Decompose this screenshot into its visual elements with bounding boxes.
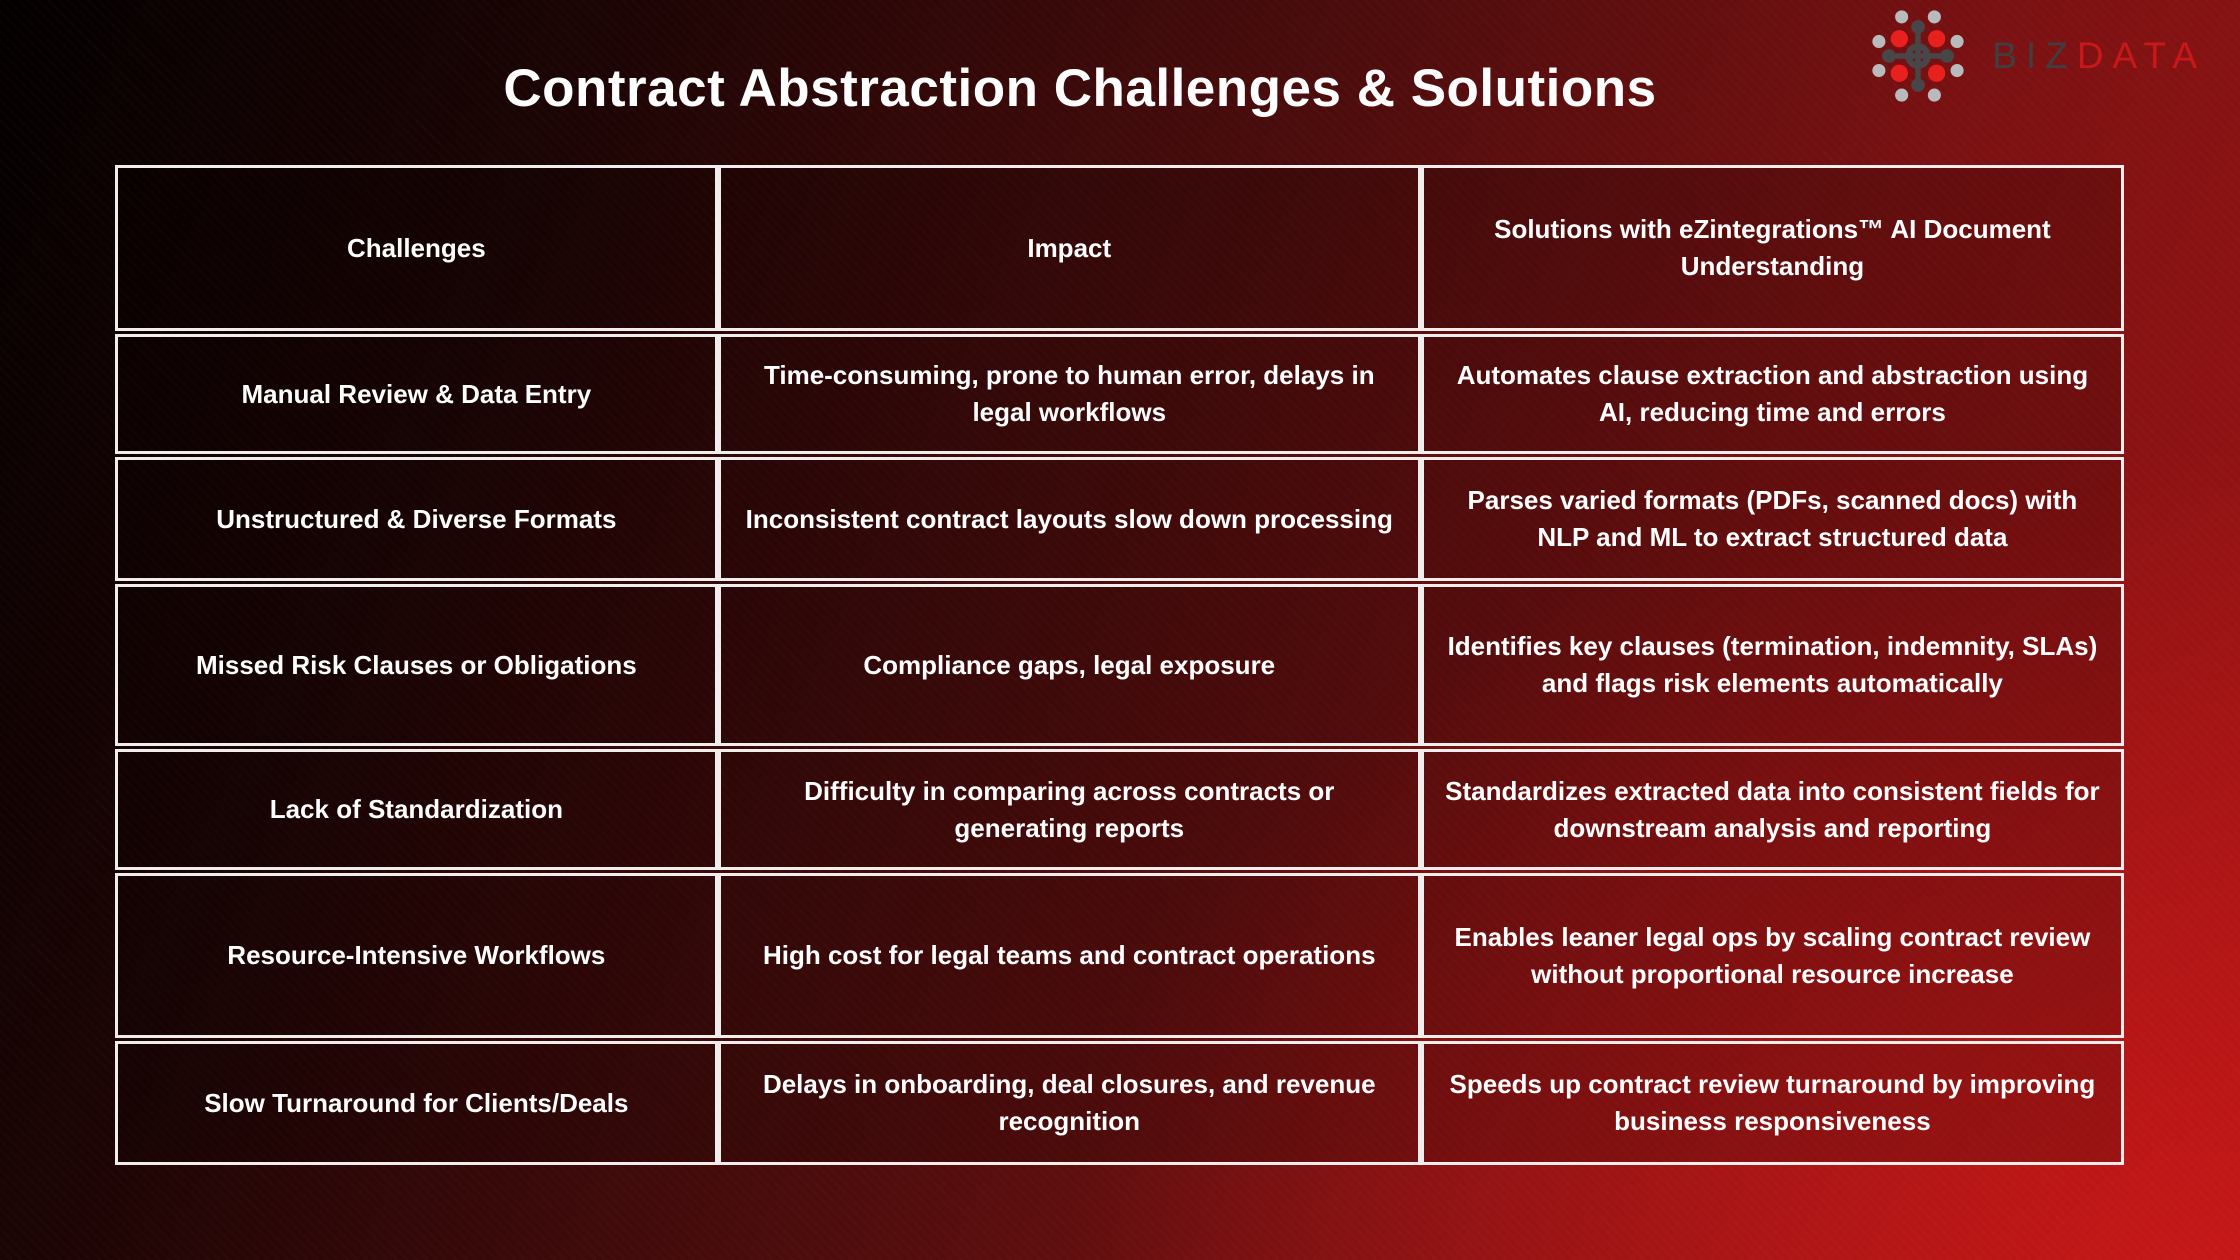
challenges-table: Challenges Impact Solutions with eZinteg… [115, 162, 2124, 1168]
solution-cell: Automates clause extraction and abstract… [1420, 334, 2124, 454]
impact-cell: Delays in onboarding, deal closures, and… [717, 1041, 1421, 1165]
table-row: Lack of Standardization Difficulty in co… [115, 749, 2124, 870]
table-header-row: Challenges Impact Solutions with eZinteg… [115, 165, 2124, 331]
bizdata-logo: BIZDATA [1866, 6, 2206, 106]
table-row: Unstructured & Diverse Formats Inconsist… [115, 457, 2124, 581]
challenge-cell: Unstructured & Diverse Formats [115, 457, 718, 581]
solution-cell: Enables leaner legal ops by scaling cont… [1420, 873, 2124, 1038]
impact-cell: Inconsistent contract layouts slow down … [717, 457, 1421, 581]
table-row: Resource-Intensive Workflows High cost f… [115, 873, 2124, 1038]
solution-cell: Parses varied formats (PDFs, scanned doc… [1420, 457, 2124, 581]
logo-wordmark: BIZDATA [1992, 35, 2206, 77]
challenges-solutions-table-container: Challenges Impact Solutions with eZinteg… [115, 162, 2124, 1168]
table-row: Missed Risk Clauses or Obligations Compl… [115, 584, 2124, 746]
column-header-impact: Impact [717, 165, 1421, 331]
table-row: Manual Review & Data Entry Time-consumin… [115, 334, 2124, 454]
challenge-cell: Manual Review & Data Entry [115, 334, 718, 454]
page-title: Contract Abstraction Challenges & Soluti… [503, 59, 1657, 118]
challenge-cell: Resource-Intensive Workflows [115, 873, 718, 1038]
impact-cell: High cost for legal teams and contract o… [717, 873, 1421, 1038]
table-row: Slow Turnaround for Clients/Deals Delays… [115, 1041, 2124, 1165]
solution-cell: Speeds up contract review turnaround by … [1420, 1041, 2124, 1165]
solution-cell: Identifies key clauses (termination, ind… [1420, 584, 2124, 746]
impact-cell: Difficulty in comparing across contracts… [717, 749, 1421, 870]
challenge-cell: Slow Turnaround for Clients/Deals [115, 1041, 718, 1165]
column-header-challenges: Challenges [115, 165, 718, 331]
column-header-solutions: Solutions with eZintegrations™ AI Docume… [1420, 165, 2124, 331]
challenge-cell: Missed Risk Clauses or Obligations [115, 584, 718, 746]
impact-cell: Compliance gaps, legal exposure [717, 584, 1421, 746]
solution-cell: Standardizes extracted data into consist… [1420, 749, 2124, 870]
logo-word-biz: BIZ [1992, 35, 2077, 76]
bizdata-network-icon [1872, 10, 1964, 102]
logo-word-data: DATA [2076, 35, 2206, 76]
challenge-cell: Lack of Standardization [115, 749, 718, 870]
impact-cell: Time-consuming, prone to human error, de… [717, 334, 1421, 454]
